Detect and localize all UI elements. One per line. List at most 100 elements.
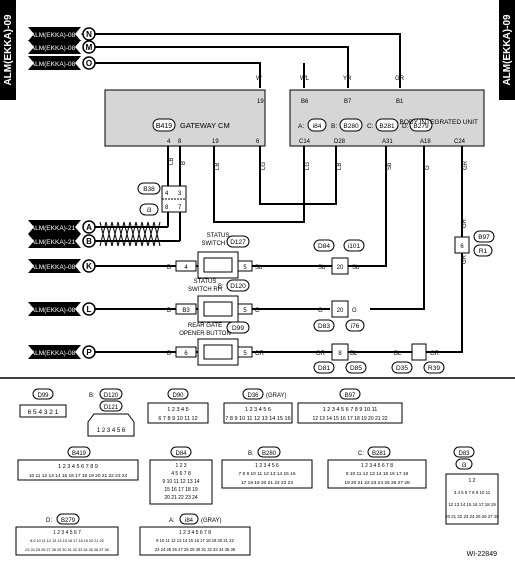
status-rh-pin-right: 5 [243, 308, 247, 314]
d35-wire-right: GR [430, 351, 440, 357]
ref-O[interactable]: ALM(EKKA)-08 O [28, 56, 96, 70]
d84-wire-right: Sb [352, 265, 360, 271]
legend-d99-pins: 6 5 4 3 2 1 [28, 409, 59, 416]
status-rh-pin-left: B3 [182, 308, 190, 314]
wire-lb-1: LB [169, 158, 175, 165]
biu-pin-b7: B7 [344, 99, 352, 105]
page-tag-right-text: ALM(EKKA)-09 [502, 14, 513, 86]
d84-code: D84 [318, 243, 330, 250]
ref-K-label: ALM(EKKA)-08 [31, 264, 76, 271]
legend-b419: B419 1 2 3 4 5 6 7 8 9 10 11 12 13 14 15… [17, 446, 139, 481]
wires-lower [95, 146, 463, 353]
ref-A[interactable]: ALM(EKKA)-21 A [28, 220, 96, 234]
status-lh-wire-left: B [167, 265, 171, 271]
legend-d84-row3: 9 10 11 12 13 14 [162, 479, 199, 485]
ref-P[interactable]: ALM(EKKA)-08 P [28, 345, 96, 359]
rear-gate-pin-right: 5 [243, 351, 247, 357]
legend-i84-row3: 23 24 25 26 27 28 29 30 31 32 33 34 35 3… [155, 547, 236, 552]
ref-L[interactable]: ALM(EKKA)-08 L [28, 302, 96, 316]
legend-b279-row2: 8 9 10 11 12 13 14 15 16 17 18 19 20 21 … [30, 539, 104, 543]
rear-gate-opener[interactable]: REAR GATE OPENER BUTTON D99 6 5 B GR [167, 321, 265, 366]
biu-pin-b6: B6 [301, 99, 309, 105]
biu-pin-a31: A31 [382, 139, 393, 145]
ref-N[interactable]: ALM(EKKA)-08 N [28, 27, 96, 41]
legend-b280-row3: 17 18 19 20 21 22 23 24 [241, 480, 293, 486]
biu-d-label: D: [402, 123, 409, 130]
d81-wire-right: BL [350, 351, 358, 357]
d83-wire-right: G [352, 308, 357, 314]
legend-d36: D36 (GRAY) 1 2 3 4 5 6 7 8 9 10 11 12 13… [223, 388, 293, 424]
status-rh-name1: STATUS [194, 279, 217, 285]
biu-pin-c24: C24 [454, 139, 466, 145]
legend-i84-suffix: (GRAY) [201, 518, 222, 524]
page-tag-right: ALM(EKKA)-09 [499, 0, 515, 100]
page-tag-left-text: ALM(EKKA)-09 [3, 14, 14, 86]
ref-M[interactable]: ALM(EKKA)-08 M [28, 40, 96, 54]
legend-b280-row1: 1 2 3 4 5 6 [255, 463, 279, 469]
wire-sb-1: Sb [387, 162, 393, 170]
biu-a-label: A: [298, 123, 304, 130]
biu-name: BODY INTEGRATED UNIT [400, 119, 479, 126]
ref-M-id: M [86, 43, 93, 52]
legend-b280-prefix: B: [248, 451, 254, 457]
legend-d36-suffix: (GRAY) [266, 393, 287, 399]
legend-b279-code: B279 [61, 518, 76, 524]
status-switch-rh[interactable]: STATUS SWITCH RH B: D120 B3 5 B G [167, 279, 260, 323]
ref-O-id: O [86, 59, 92, 68]
legend-d83-row3: 12 13 14 15 16 17 18 19 [448, 502, 496, 507]
d35-wire-left: BL [394, 351, 402, 357]
status-lh-wire-right: Sb [255, 265, 263, 271]
ref-N-label: ALM(EKKA)-08 [31, 32, 76, 39]
i3-code: i3 [146, 207, 151, 214]
legend-b281-row1: 1 2 3 4 5 6 7 8 [361, 463, 393, 469]
legend-i84-code: i84 [185, 518, 194, 524]
b97-pin: 6 [460, 244, 464, 250]
legend-d99-code: D99 [37, 393, 49, 399]
junction-d83: 20 G G D83 i76 [313, 300, 365, 332]
rear-gate-wire-left: B [167, 351, 171, 357]
ref-A-label: ALM(EKKA)-21 [31, 225, 76, 232]
status-switch-lh[interactable]: STATUS SWITCH LH D127 4 5 B Sb [167, 233, 263, 279]
ref-B[interactable]: ALM(EKKA)-21 B [28, 234, 96, 248]
status-rh-name2: SWITCH RH [188, 287, 222, 293]
legend-d90-code: D90 [172, 393, 184, 399]
ref-K[interactable]: ALM(EKKA)-08 K [28, 259, 96, 273]
legend-b279-prefix: D: [46, 518, 52, 524]
legend-d84: D84 1 2 3 4 5 6 7 8 9 10 11 12 13 14 15 … [149, 446, 213, 505]
legend-d84-code: D84 [175, 451, 187, 457]
legend-d120: B: D120 D121 1 2 3 4 5 6 [87, 388, 135, 437]
legend-b419-row2: 10 11 12 13 14 15 16 17 18 19 20 21 22 2… [29, 473, 128, 479]
legend-i84-row2: 9 10 11 12 13 14 15 16 17 18 19 20 21 22 [156, 538, 234, 543]
gw-pin-8: 8 [178, 139, 182, 145]
wire-b-1: B [181, 161, 187, 165]
r39-code: R39 [428, 365, 440, 372]
legend-d84-row4: 15 16 17 18 19 [164, 487, 198, 493]
legend-i84-row1: 1 2 3 4 5 6 7 8 [179, 530, 211, 536]
legend-b280-row2: 7 8 9 10 11 12 13 14 15 16 [239, 471, 296, 477]
biu-wire-gr: GR [395, 76, 405, 82]
rear-gate-pin-left: 6 [184, 351, 188, 357]
legend-d83-code: D83 [458, 451, 470, 457]
status-lh-name1: STATUS [207, 233, 230, 239]
d81-wire-left: GR [316, 351, 326, 357]
gateway-cm: B419 GATEWAY CM 19 4 8 19 6 [104, 89, 266, 147]
b97-code: B97 [478, 234, 490, 241]
wire-gr-1: GR [463, 160, 469, 170]
wire-lg-2: LG [305, 162, 311, 170]
legend-d84-row5: 20 21 22 23 24 [164, 495, 198, 501]
d81-code: D81 [318, 365, 330, 372]
legend-b97-row2: 12 13 14 15 16 17 18 19 20 21 22 [312, 416, 387, 422]
legend-d121-code: D121 [104, 405, 119, 411]
status-lh-pin-left: 4 [184, 265, 188, 271]
legend-d83-row1: 1 2 [469, 478, 476, 484]
gateway-code: B419 [156, 123, 172, 130]
legend-b281-row2: 9 10 11 12 13 14 15 16 17 18 [346, 471, 409, 477]
ref-M-label: ALM(EKKA)-08 [31, 45, 76, 52]
legend-d36-row2: 7 8 9 10 11 12 13 14 15 16 [225, 416, 290, 422]
ref-B-id: B [86, 237, 92, 246]
ref-P-label: ALM(EKKA)-08 [31, 350, 76, 357]
legend-d83-row2: 3 4 5 6 7 8 9 10 11 [454, 490, 491, 495]
legend-b281-prefix: C: [358, 451, 364, 457]
d83-code: D83 [318, 323, 330, 330]
legend-b97-row1: 1 2 3 4 5 6 7 8 9 10 11 [323, 407, 378, 413]
